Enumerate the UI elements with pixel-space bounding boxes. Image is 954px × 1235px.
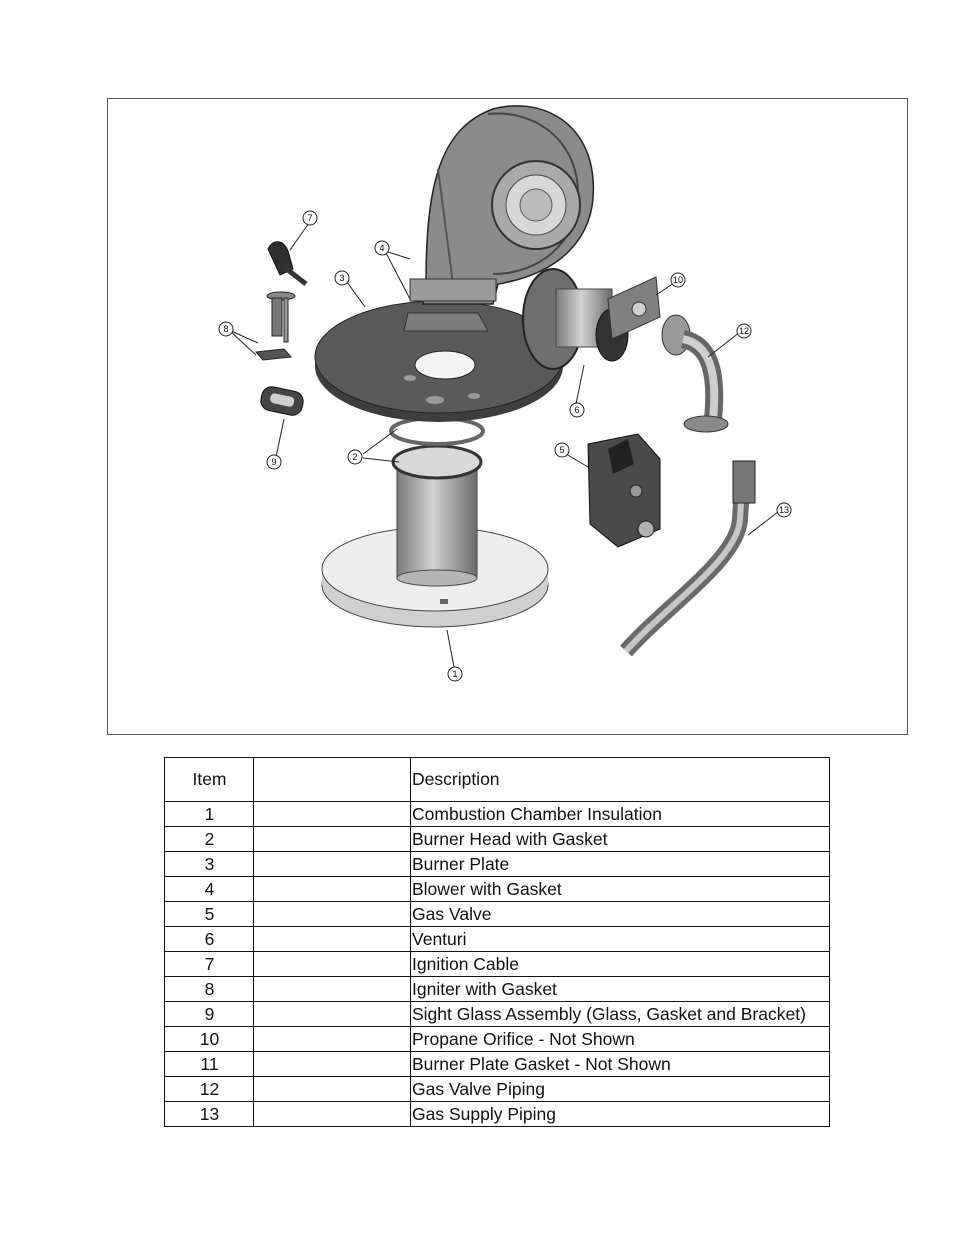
item-number-cell: 13 — [164, 1101, 254, 1127]
table-row: 3 Burner Plate — [164, 851, 830, 877]
callout-6: 6 — [569, 402, 585, 418]
svg-text:6: 6 — [574, 405, 579, 415]
callout-7: 7 — [302, 210, 318, 226]
blank-cell — [253, 1026, 411, 1052]
svg-text:12: 12 — [739, 326, 749, 336]
description-cell: Gas Supply Piping — [410, 1101, 830, 1127]
table-header-row: Item Description — [164, 757, 830, 802]
parts-table-body: 1 Combustion Chamber Insulation 2 Burner He… — [164, 801, 830, 1127]
item-number-cell: 5 — [164, 901, 254, 927]
table-row: 12 Gas Valve Piping — [164, 1076, 830, 1102]
item-number-cell: 1 — [164, 801, 254, 827]
item-number-cell: 11 — [164, 1051, 254, 1077]
svg-text:4: 4 — [379, 243, 384, 253]
description-cell: Burner Plate — [410, 851, 830, 877]
description-cell: Gas Valve Piping — [410, 1076, 830, 1102]
blank-cell — [253, 901, 411, 927]
item-number-cell: 12 — [164, 1076, 254, 1102]
exploded-parts-diagram: 1 2 3 4 5 6 7 8 9 10 12 13 — [107, 98, 908, 735]
parts-table: Item Description 1 Combustion Chamber Ins… — [164, 757, 830, 1127]
venturi-drawing — [522, 268, 661, 370]
callout-2: 2 — [347, 449, 363, 465]
callout-13: 13 — [776, 502, 792, 518]
item-number-cell: 8 — [164, 976, 254, 1002]
item-number-cell: 10 — [164, 1026, 254, 1052]
item-number-cell: 6 — [164, 926, 254, 952]
description-cell: Gas Valve — [410, 901, 830, 927]
callout-8: 8 — [218, 321, 234, 337]
description-cell: Sight Glass Assembly (Glass, Gasket and … — [410, 1001, 830, 1027]
blank-column-header — [253, 757, 411, 802]
blank-cell — [253, 926, 411, 952]
blower-drawing — [403, 105, 595, 332]
diagram-svg: 1 2 3 4 5 6 7 8 9 10 12 13 — [218, 105, 792, 682]
svg-text:1: 1 — [452, 669, 457, 679]
callout-4: 4 — [374, 240, 390, 256]
callout-12: 12 — [736, 323, 752, 339]
callout-5: 5 — [554, 442, 570, 458]
description-cell: Venturi — [410, 926, 830, 952]
table-row: 9 Sight Glass Assembly (Glass, Gasket and… — [164, 1001, 830, 1027]
table-row: 10 Propane Orifice - Not Shown — [164, 1026, 830, 1052]
table-row: 5 Gas Valve — [164, 901, 830, 927]
description-cell: Combustion Chamber Insulation — [410, 801, 830, 827]
blank-cell — [253, 851, 411, 877]
burner-plate-drawing — [314, 300, 564, 422]
svg-text:13: 13 — [779, 505, 789, 515]
description-cell: Igniter with Gasket — [410, 976, 830, 1002]
item-number-cell: 2 — [164, 826, 254, 852]
blank-cell — [253, 801, 411, 827]
svg-text:9: 9 — [271, 457, 276, 467]
table-row: 11 Burner Plate Gasket - Not Shown — [164, 1051, 830, 1077]
description-cell: Propane Orifice - Not Shown — [410, 1026, 830, 1052]
blank-cell — [253, 826, 411, 852]
item-column-header: Item — [164, 757, 254, 802]
svg-text:8: 8 — [223, 324, 228, 334]
svg-text:7: 7 — [307, 213, 312, 223]
sight-glass-drawing — [260, 386, 304, 416]
description-cell: Burner Plate Gasket - Not Shown — [410, 1051, 830, 1077]
table-row: 6 Venturi — [164, 926, 830, 952]
svg-text:3: 3 — [339, 273, 344, 283]
table-row: 8 Igniter with Gasket — [164, 976, 830, 1002]
description-cell: Burner Head with Gasket — [410, 826, 830, 852]
gas-valve-drawing — [587, 433, 661, 548]
gas-supply-piping-drawing — [620, 460, 756, 657]
callout-3: 3 — [334, 270, 350, 286]
table-row: 4 Blower with Gasket — [164, 876, 830, 902]
table-row: 7 Ignition Cable — [164, 951, 830, 977]
item-number-cell: 9 — [164, 1001, 254, 1027]
callout-9: 9 — [266, 454, 282, 470]
blank-cell — [253, 1076, 411, 1102]
blank-cell — [253, 976, 411, 1002]
callout-1: 1 — [447, 666, 463, 682]
table-row: 2 Burner Head with Gasket — [164, 826, 830, 852]
description-cell: Blower with Gasket — [410, 876, 830, 902]
callout-10: 10 — [670, 272, 686, 288]
blank-cell — [253, 876, 411, 902]
description-cell: Ignition Cable — [410, 951, 830, 977]
blank-cell — [253, 1101, 411, 1127]
ignition-cable-drawing — [267, 241, 308, 286]
table-row: 13 Gas Supply Piping — [164, 1101, 830, 1127]
description-column-header: Description — [410, 757, 830, 802]
blank-cell — [253, 1051, 411, 1077]
item-number-cell: 3 — [164, 851, 254, 877]
svg-text:2: 2 — [352, 452, 357, 462]
svg-text:5: 5 — [559, 445, 564, 455]
leader-lines — [228, 222, 779, 668]
burner-head-drawing — [389, 416, 485, 587]
blank-cell — [253, 951, 411, 977]
blank-cell — [253, 1001, 411, 1027]
gas-valve-piping-drawing — [661, 314, 729, 433]
item-number-cell: 7 — [164, 951, 254, 977]
svg-text:10: 10 — [673, 275, 683, 285]
table-row: 1 Combustion Chamber Insulation — [164, 801, 830, 827]
igniter-drawing — [254, 291, 296, 361]
item-number-cell: 4 — [164, 876, 254, 902]
